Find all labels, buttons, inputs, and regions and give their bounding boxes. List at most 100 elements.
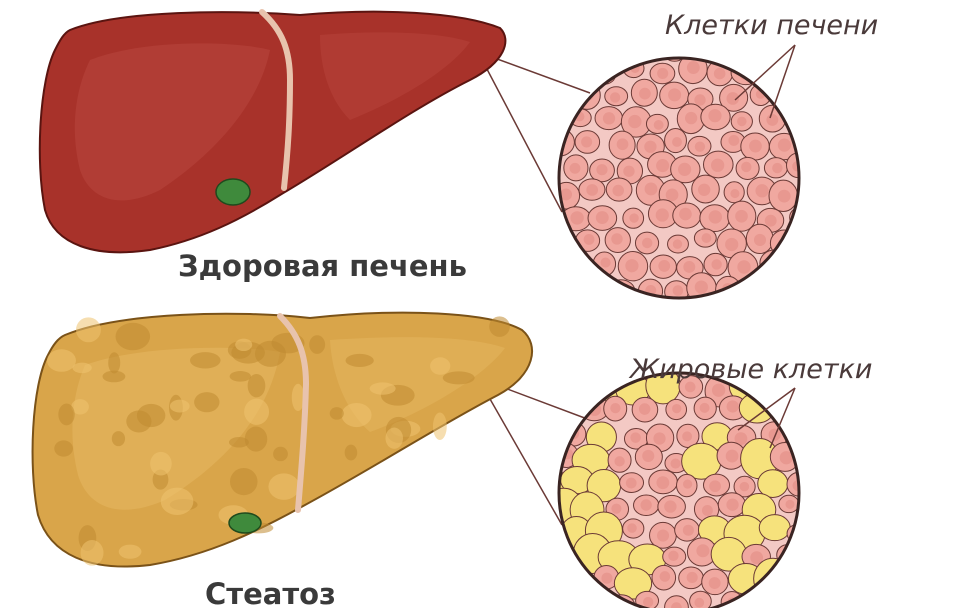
liver-cell [611, 37, 634, 59]
fat-spot [112, 431, 125, 446]
cell-nucleus [673, 285, 684, 296]
cell-nucleus [737, 117, 747, 127]
cell-nucleus [702, 505, 713, 516]
liver-cell [561, 378, 587, 403]
liver-cell [534, 106, 563, 131]
cell-nucleus [629, 213, 638, 222]
cell-nucleus [683, 261, 695, 273]
cell-nucleus [714, 68, 726, 80]
cell-nucleus [557, 553, 569, 565]
cell-nucleus [610, 92, 620, 102]
cell-nucleus [625, 259, 638, 272]
fat-spot [137, 404, 165, 427]
liver-cell [582, 280, 604, 300]
cell-nucleus [628, 115, 641, 128]
fat-spot [230, 371, 251, 382]
liver-cell [564, 254, 586, 276]
cell-nucleus [611, 233, 622, 244]
cell-nucleus [543, 164, 552, 173]
cell-nucleus [678, 163, 691, 176]
cell-nucleus [643, 597, 653, 607]
cell-nucleus [709, 210, 722, 223]
healthy-cells-label: Клетки печени [665, 10, 878, 41]
cell-nucleus [726, 450, 739, 463]
cell-nucleus [639, 45, 649, 55]
cell-nucleus [685, 112, 697, 124]
liver-cell [537, 255, 562, 280]
cell-nucleus [573, 66, 586, 79]
fat-cell [543, 396, 582, 430]
cell-nucleus [730, 189, 739, 198]
fat-spot [72, 363, 91, 374]
cell-nucleus [644, 141, 656, 153]
fat-spot [433, 413, 447, 441]
liver-cell [788, 105, 816, 133]
cell-nucleus [598, 70, 609, 81]
fat-spot [330, 407, 344, 420]
cell-nucleus [778, 139, 791, 152]
liver-cell [545, 129, 575, 156]
cell-nucleus [769, 64, 779, 74]
cell-nucleus [596, 211, 609, 224]
cell-nucleus [541, 523, 552, 534]
cell-nucleus [613, 285, 626, 298]
fat-spot [268, 473, 299, 499]
fat-spot [345, 445, 358, 461]
cell-nucleus [701, 233, 711, 243]
cell-nucleus [540, 432, 552, 444]
cell-nucleus [547, 214, 556, 223]
connector-line-lower-2 [478, 378, 562, 525]
cell-nucleus [728, 44, 741, 57]
liver-cell [553, 42, 576, 61]
cell-nucleus [571, 570, 581, 580]
liver-cell [536, 564, 562, 589]
fat-spot [273, 447, 288, 461]
cell-nucleus [541, 64, 552, 75]
cell-nucleus [586, 184, 598, 196]
cell-nucleus [583, 41, 596, 54]
cell-nucleus [683, 479, 692, 488]
cell-nucleus [584, 234, 595, 245]
cell-nucleus [570, 211, 583, 224]
fat-cell [754, 558, 793, 599]
cell-nucleus [772, 163, 782, 173]
cell-nucleus [666, 188, 679, 201]
cell-nucleus [656, 159, 669, 172]
cell-nucleus [679, 208, 692, 221]
cell-nucleus [700, 403, 710, 413]
cell-nucleus [695, 280, 708, 293]
cell-nucleus [752, 281, 763, 292]
cell-nucleus [749, 140, 762, 153]
fat-spot [443, 371, 475, 384]
cell-nucleus [601, 573, 612, 584]
liver-cell [762, 60, 785, 81]
liver-cell [574, 81, 600, 109]
cell-nucleus [735, 210, 748, 223]
cell-nucleus [617, 43, 627, 53]
cell-nucleus [656, 208, 669, 221]
gallbladder-2 [229, 513, 261, 533]
cell-nucleus [542, 112, 555, 125]
cell-nucleus [596, 164, 607, 175]
fat-cell [540, 583, 580, 608]
liver-cell [539, 378, 563, 402]
liver-cell [564, 62, 593, 86]
cell-nucleus [687, 572, 698, 583]
fat-spot [346, 354, 374, 367]
liver-cell [541, 207, 562, 228]
cell-nucleus [617, 138, 629, 150]
liver-cell [777, 545, 799, 566]
cell-nucleus [683, 525, 694, 536]
cell-nucleus [558, 47, 568, 57]
cell-nucleus [642, 238, 652, 248]
cell-nucleus [737, 260, 750, 273]
cell-nucleus [741, 162, 751, 172]
cell-nucleus [708, 109, 721, 122]
cell-nucleus [586, 598, 598, 608]
fat-spot [309, 335, 325, 354]
fat-spot [235, 339, 252, 351]
cell-nucleus [726, 499, 738, 511]
cell-nucleus [554, 361, 566, 373]
cell-nucleus [654, 120, 664, 130]
